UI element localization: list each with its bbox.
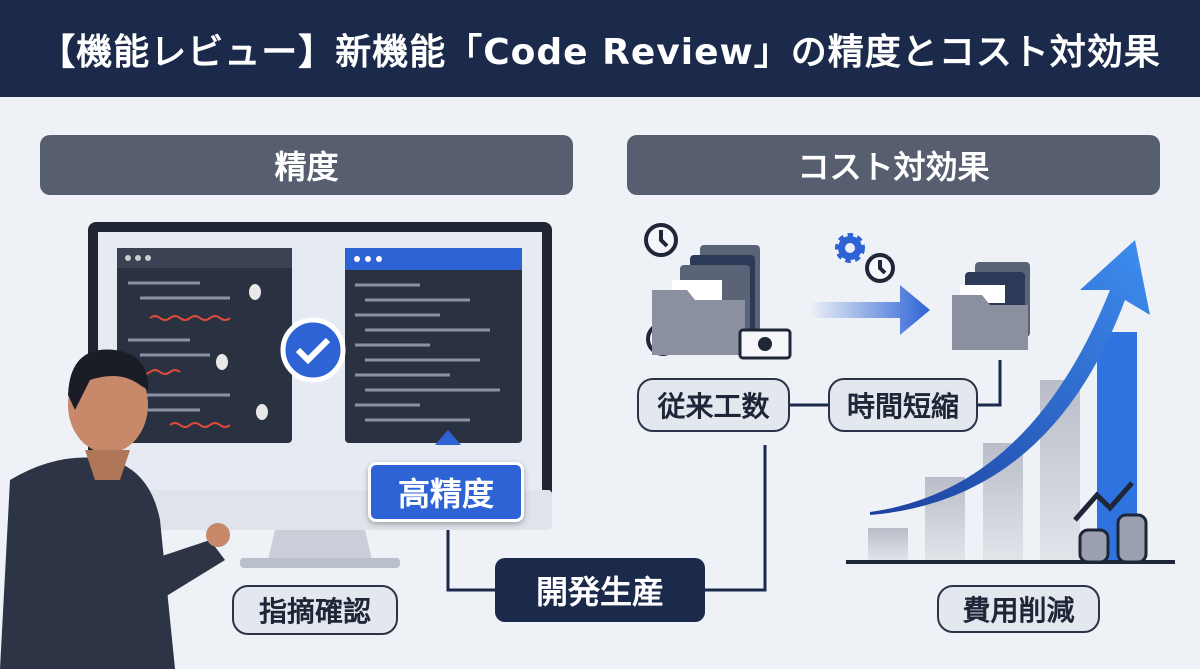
code-editor-after: [345, 248, 522, 443]
section-header-cost: コスト対効果: [627, 135, 1160, 195]
trend-arrow: [870, 240, 1150, 515]
code-editor-before: [117, 248, 292, 443]
cost-reduction-label: 費用削減: [937, 585, 1100, 633]
productivity-label: 開発生産: [495, 558, 705, 622]
check-icon: [280, 317, 346, 383]
gear-icon: [835, 233, 865, 263]
arrow-right-icon: [810, 285, 930, 335]
bug-icon: [216, 284, 268, 420]
trend-arrow-small: [1073, 481, 1134, 522]
section-header-accuracy: 精度: [40, 135, 573, 195]
person: [0, 349, 230, 669]
folder-icon-stack: [652, 245, 760, 355]
confirm-label: 指摘確認: [232, 585, 398, 635]
before-effort-label: 従来工数: [637, 378, 790, 432]
coins-icon: [1078, 513, 1148, 564]
time-reduction-label: 時間短縮: [828, 378, 978, 432]
money-icon: [738, 328, 792, 360]
high-accuracy-badge: 高精度: [368, 462, 524, 522]
page-title: 【機能レビュー】新機能「Code Review」の精度とコスト対効果: [0, 0, 1200, 97]
folder-icon-after: [952, 262, 1030, 350]
